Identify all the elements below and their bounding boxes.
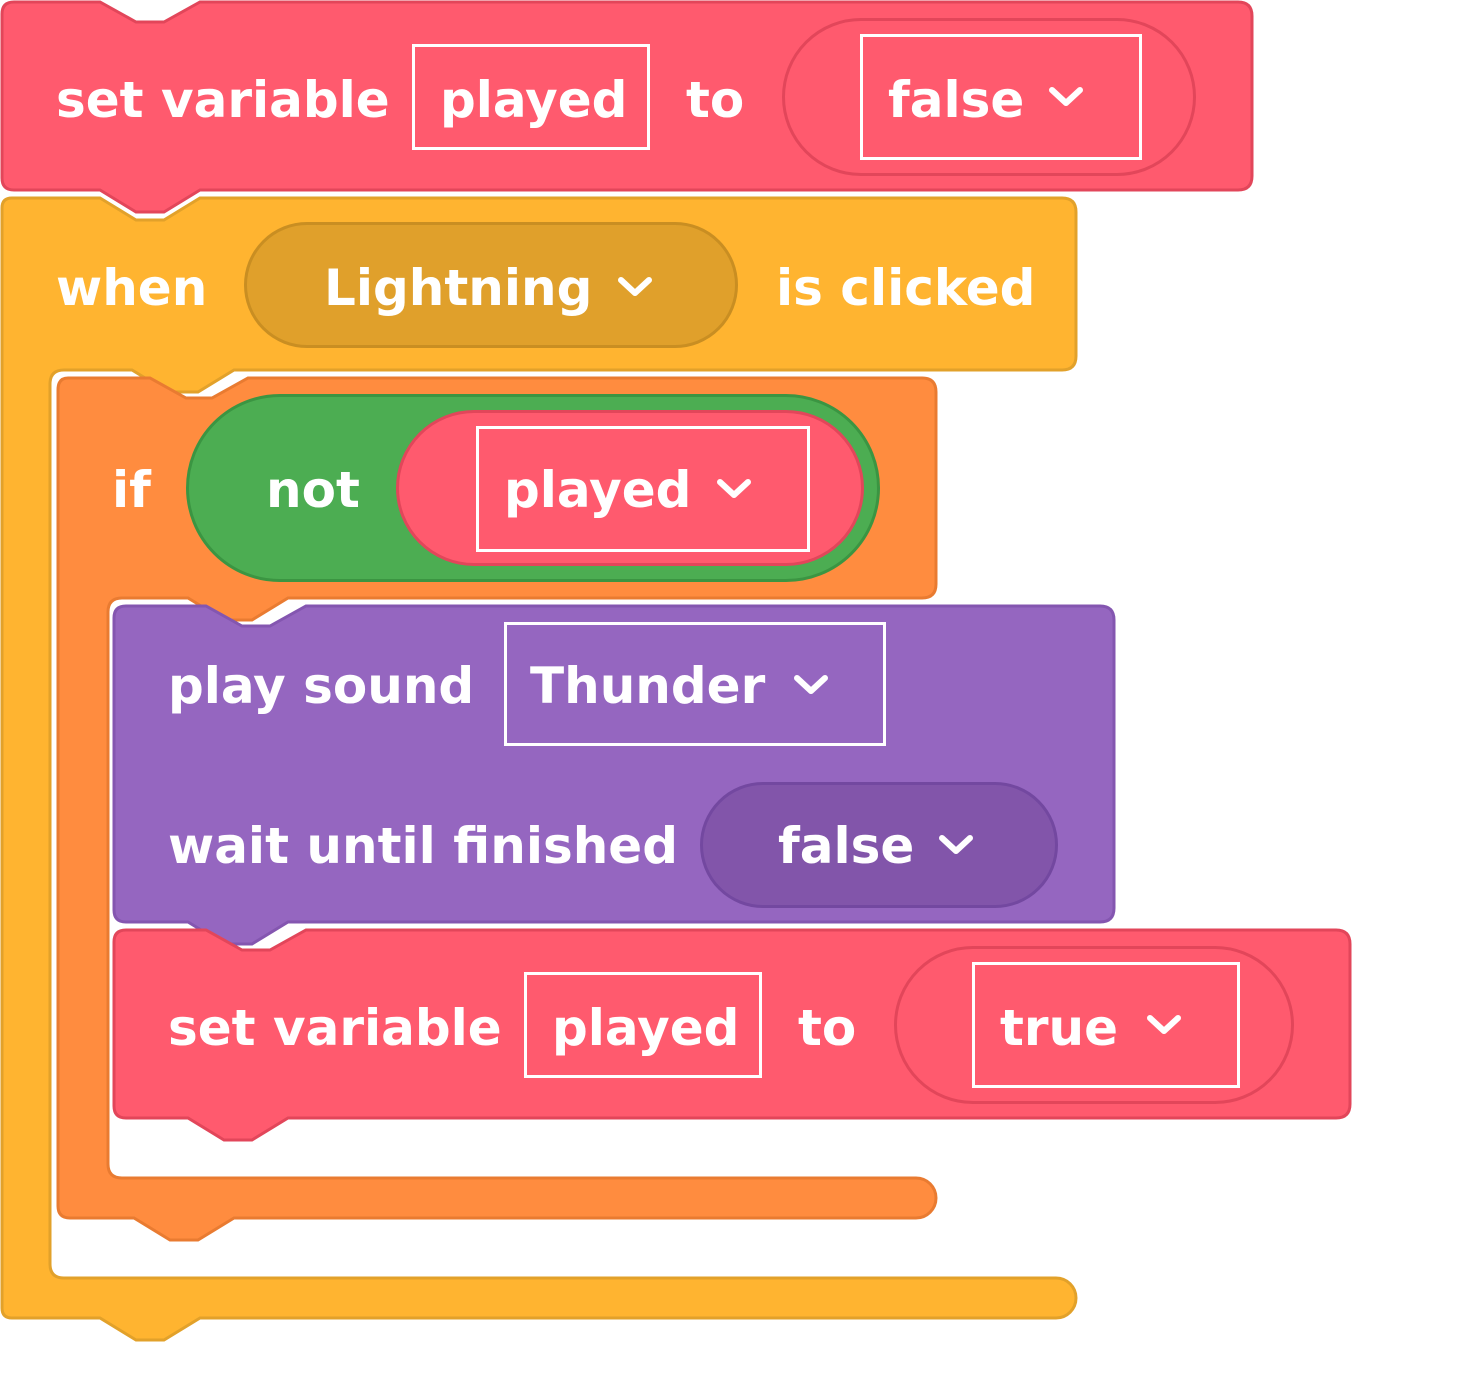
wait-value: false [778, 817, 915, 875]
variable-name: played [504, 461, 692, 519]
value-slot [894, 946, 1294, 1104]
to-label: to [686, 71, 745, 129]
sound-name: Thunder [530, 657, 766, 715]
value-text: true [1000, 999, 1119, 1057]
value-slot [782, 18, 1196, 176]
to-label: to [798, 999, 857, 1057]
variable-name: played [440, 71, 628, 129]
chevron-down-icon [1147, 1015, 1181, 1034]
sprite-name: Lightning [324, 259, 593, 317]
variable-name: played [552, 999, 740, 1057]
not-label: not [266, 461, 360, 519]
set-variable-label: set variable [56, 71, 390, 129]
play-sound-label: play sound [168, 657, 475, 715]
chevron-down-icon [939, 835, 973, 854]
is-clicked-label: is clicked [776, 259, 1036, 317]
sprite-dropdown[interactable] [244, 222, 738, 348]
variable-reporter-played[interactable] [396, 410, 864, 566]
when-clicked-block[interactable] [0, 196, 1078, 1342]
variable-field-played[interactable] [524, 972, 762, 1078]
chevron-down-icon [794, 675, 828, 694]
value-dropdown-true[interactable] [972, 962, 1240, 1088]
chevron-down-icon [1049, 87, 1083, 106]
variable-dropdown-played[interactable] [476, 426, 810, 552]
chevron-down-icon [717, 479, 751, 498]
set-variable-label: set variable [168, 999, 502, 1057]
if-label: if [112, 461, 151, 519]
sound-dropdown[interactable] [504, 622, 886, 746]
if-block[interactable] [56, 376, 938, 1242]
variable-field-played[interactable] [412, 44, 650, 150]
value-text: false [888, 71, 1025, 129]
chevron-down-icon [618, 277, 652, 296]
wait-dropdown[interactable] [700, 782, 1058, 908]
value-dropdown-false[interactable] [860, 34, 1142, 160]
wait-until-finished-label: wait until finished [168, 817, 679, 875]
when-label: when [56, 259, 208, 317]
